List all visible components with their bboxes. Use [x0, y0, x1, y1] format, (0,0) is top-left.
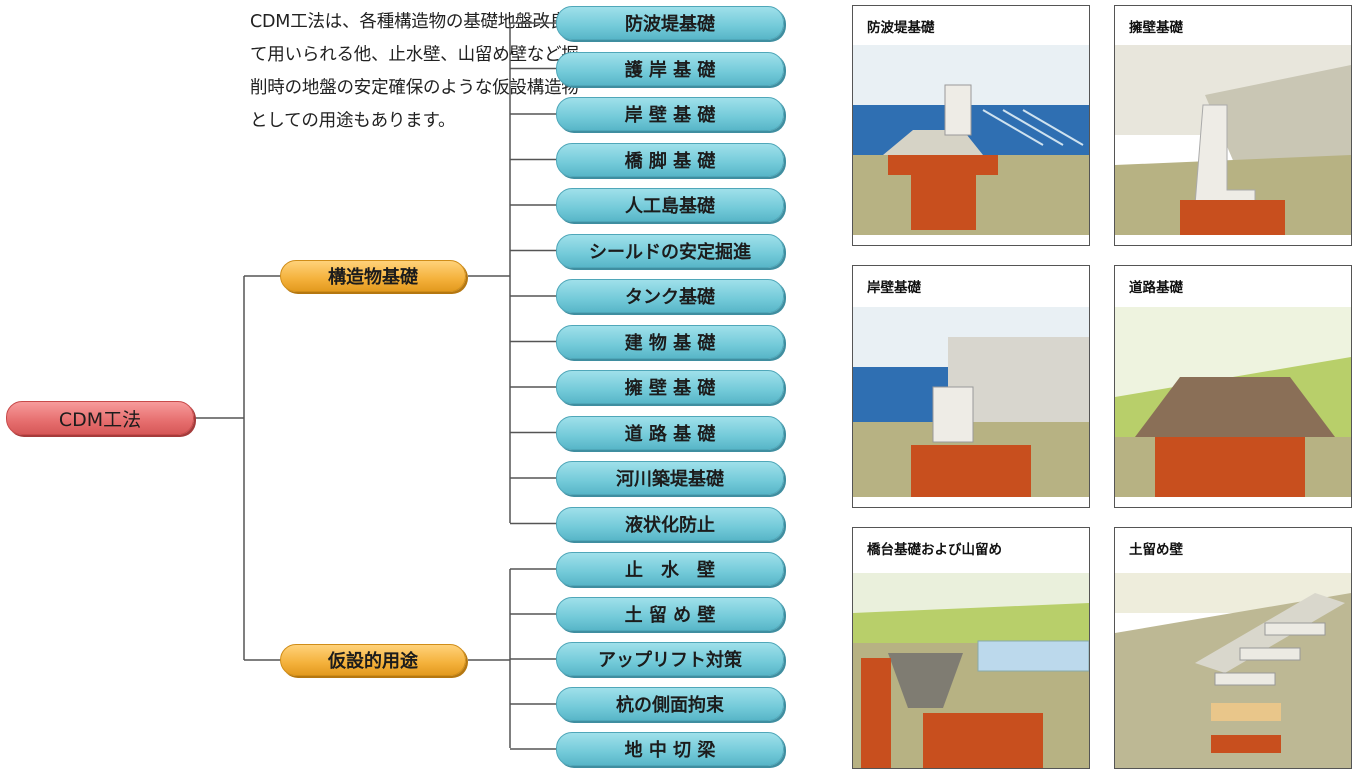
- illustration-title: 岸壁基礎: [867, 280, 921, 296]
- illustration-quay-wall: 岸壁基礎: [852, 265, 1090, 508]
- leaf-node-structural: 橋 脚 基 礎: [556, 142, 784, 177]
- illustration-retaining-wall: 擁壁基礎: [1114, 5, 1352, 246]
- root-node: CDM工法: [6, 401, 194, 435]
- road-illustration: [1115, 307, 1351, 497]
- illustration-breakwater: 防波堤基礎: [852, 5, 1090, 246]
- illustration-title: 橋台基礎および山留め: [867, 542, 1002, 558]
- leaf-node-temporary: 杭の側面拘束: [556, 687, 784, 721]
- leaf-node-temporary: 土 留 め 壁: [556, 597, 784, 631]
- illustration-title: 土留め壁: [1129, 542, 1183, 558]
- leaf-node-structural: タンク基礎: [556, 279, 784, 313]
- abutment-illustration: [853, 573, 1089, 768]
- leaf-node-structural: 道 路 基 礎: [556, 415, 784, 450]
- branch-node-temporary: 仮設的用途: [280, 644, 466, 676]
- illustration-title: 防波堤基礎: [867, 20, 935, 36]
- illustration-title: 道路基礎: [1129, 280, 1183, 296]
- quay-wall-illustration: [853, 307, 1089, 497]
- illustration-title: 擁壁基礎: [1129, 20, 1183, 36]
- illustration-road: 道路基礎: [1114, 265, 1352, 508]
- branch-node-structural: 構造物基礎: [280, 260, 466, 292]
- leaf-node-structural: 擁 壁 基 礎: [556, 370, 784, 404]
- leaf-node-temporary: 止 水 壁: [556, 552, 784, 586]
- leaf-node-structural: 護 岸 基 礎: [556, 51, 784, 86]
- leaf-node-temporary: 地 中 切 梁: [556, 732, 784, 766]
- leaf-node-structural: 防波堤基礎: [556, 6, 784, 40]
- retaining-wall-illustration: [1115, 45, 1351, 235]
- earth-retaining-illustration: [1115, 573, 1351, 768]
- leaf-node-structural: 岸 壁 基 礎: [556, 97, 784, 131]
- tree-connectors: [194, 22, 558, 750]
- leaf-node-structural: 河川築堤基礎: [556, 461, 784, 495]
- leaf-node-structural: シールドの安定掘進: [556, 233, 784, 268]
- breakwater-illustration: [853, 35, 1089, 245]
- intro-line: としての用途もあります。: [250, 111, 456, 131]
- leaf-node-temporary: アップリフト対策: [556, 642, 784, 676]
- leaf-node-structural: 液状化防止: [556, 506, 784, 541]
- illustration-earth-retaining: 土留め壁: [1114, 527, 1352, 769]
- illustration-abutment: 橋台基礎および山留め: [852, 527, 1090, 769]
- leaf-node-structural: 建 物 基 礎: [556, 324, 784, 359]
- leaf-node-structural: 人工島基礎: [556, 188, 784, 222]
